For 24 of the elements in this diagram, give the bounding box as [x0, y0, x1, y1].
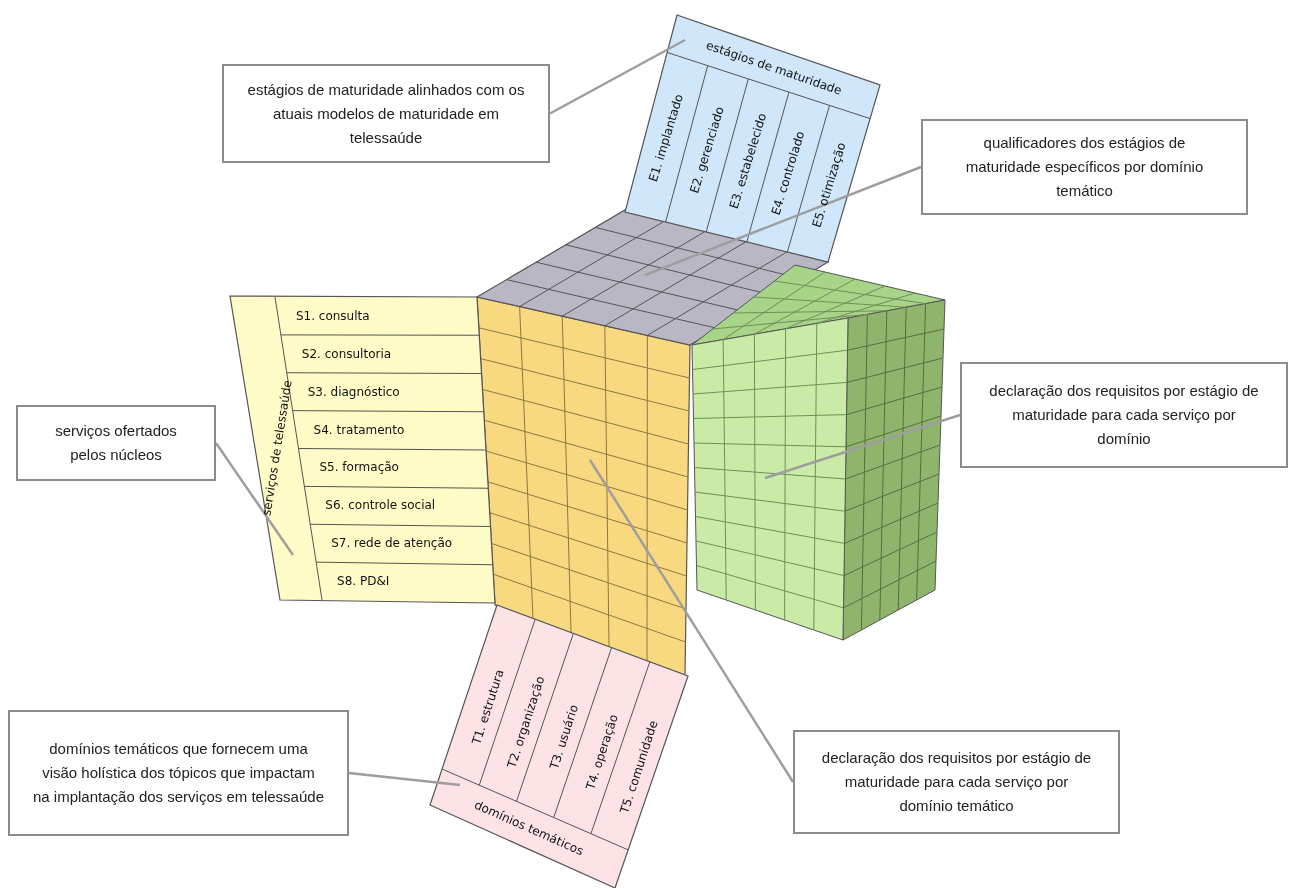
- domain-label: T3. usuário: [546, 702, 581, 771]
- service-label: S4. tratamento: [313, 422, 405, 437]
- leader-line: [348, 771, 461, 787]
- service-label: S3. diagnóstico: [307, 384, 400, 399]
- leader-line: [549, 38, 686, 115]
- service-label: S6. controle social: [325, 498, 436, 513]
- callout-box: estágios de maturidade alinhados com os atuais modelos de maturidade em telessaúde: [222, 64, 550, 163]
- callout-box: domínios temáticos que fornecem uma visão holística dos tópicos que impactam na implantação dos serviços em telessaúde: [8, 710, 349, 836]
- services-panel: [230, 296, 495, 603]
- service-label: S5. formação: [319, 460, 399, 475]
- service-label: S7. rede de atenção: [331, 536, 453, 551]
- service-label: S1. consulta: [295, 308, 370, 323]
- cube-side-block: [692, 265, 945, 640]
- leader-line: [764, 413, 961, 480]
- service-label: S8. PD&I: [337, 574, 390, 589]
- service-label: S2. consultoria: [301, 346, 392, 361]
- panel-heading: serviços de telessaúde: [259, 379, 295, 518]
- callout-box: declaração dos requisitos por estágio de maturidade para cada serviço por domínio temático: [793, 730, 1120, 834]
- callout-box: qualificadores dos estágios de maturidade específicos por domínio temático: [921, 119, 1248, 215]
- stages-panel: [625, 15, 880, 262]
- domains-panel: [430, 605, 688, 888]
- leader-line: [588, 459, 795, 783]
- callout-box: declaração dos requisitos por estágio de maturidade para cada serviço por domínio: [960, 362, 1288, 468]
- callout-box: serviços ofertados pelos núcleos: [16, 405, 216, 481]
